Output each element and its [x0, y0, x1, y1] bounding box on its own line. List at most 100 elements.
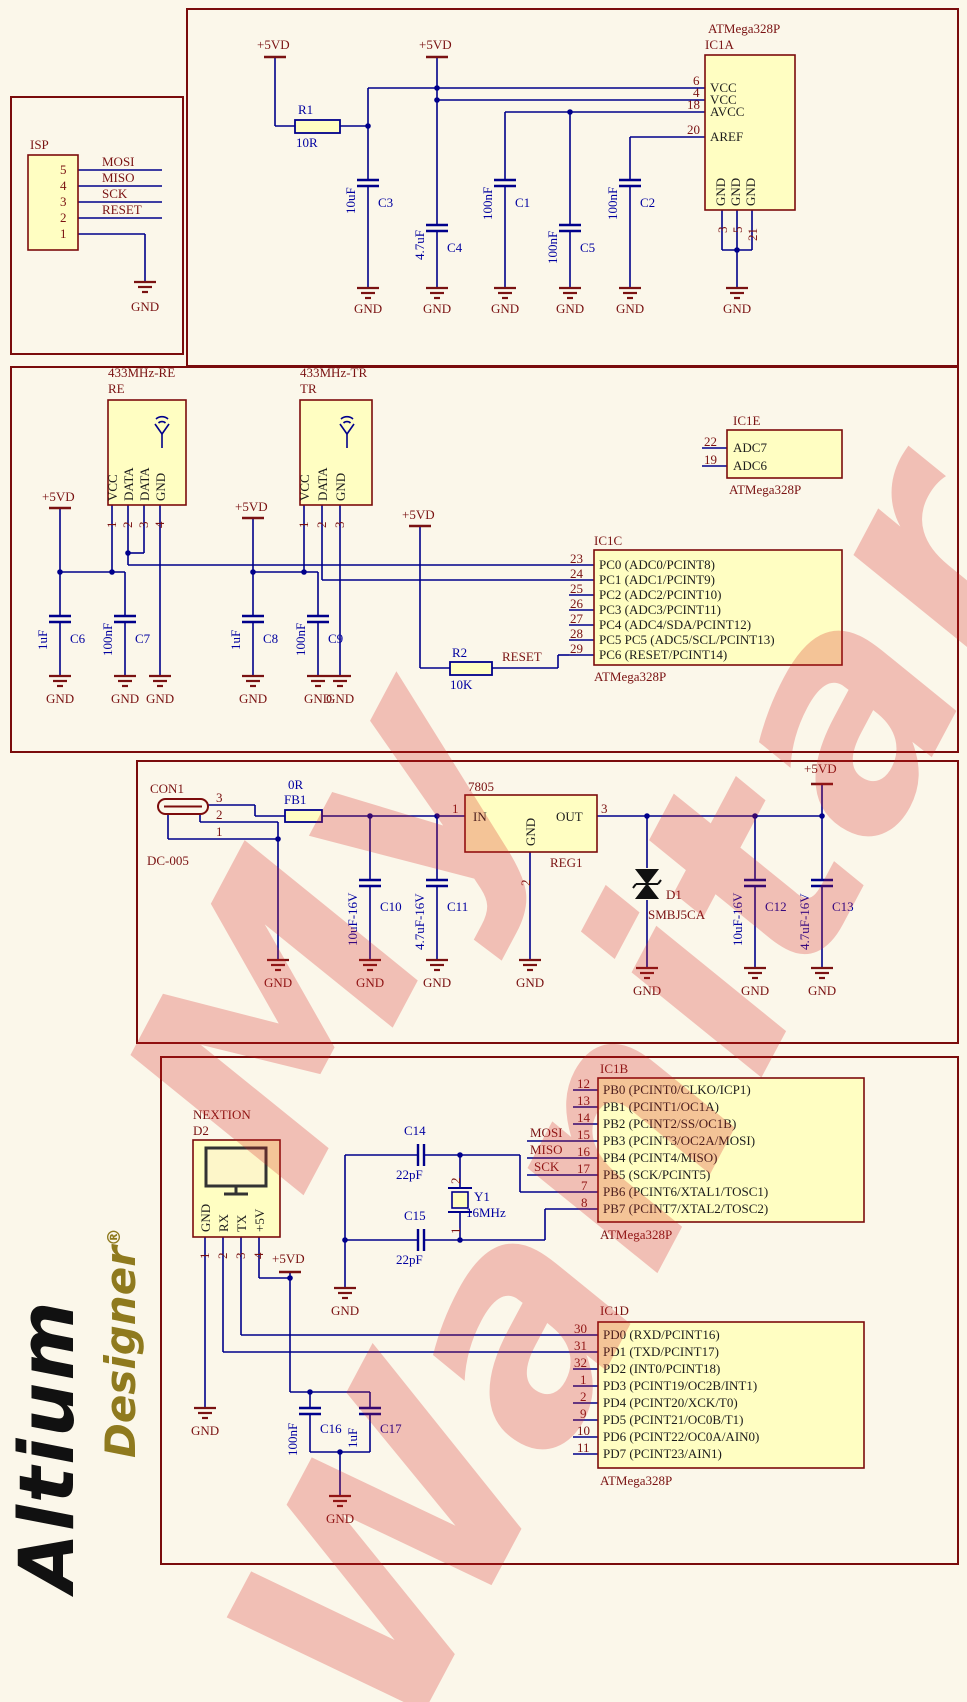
c5-capacitor[interactable]: [559, 223, 581, 233]
gnd-symbol[interactable]: [726, 286, 748, 300]
gnd-symbol[interactable]: [307, 674, 329, 688]
gnd-symbol[interactable]: [636, 966, 658, 980]
c6-capacitor[interactable]: [49, 614, 71, 624]
tr-antenna-icon[interactable]: [339, 415, 355, 448]
c6-designator: C6: [70, 631, 86, 646]
junction-dot: [337, 1449, 343, 1455]
pin-name: IN: [473, 809, 487, 824]
c17-capacitor[interactable]: [359, 1406, 381, 1416]
pin-number: 15: [577, 1127, 590, 1142]
pin-name: PB4 (PCINT4/MISO): [603, 1150, 718, 1165]
c12-capacitor[interactable]: [744, 878, 766, 888]
gnd-symbol[interactable]: [267, 958, 289, 972]
reg-7805-body[interactable]: [464, 794, 598, 853]
pin-name: PC6 (RESET/PCINT14): [599, 647, 728, 662]
junction-dot: [567, 109, 573, 115]
pin-number: 2: [216, 807, 223, 822]
registered-trademark-icon: ®: [104, 1228, 125, 1247]
tr-module-body[interactable]: [299, 399, 373, 506]
gnd-symbol[interactable]: [426, 958, 448, 972]
c4-capacitor[interactable]: [426, 223, 448, 233]
pin-number: 14: [577, 1110, 590, 1125]
power-label-5vd: +5VD: [804, 761, 837, 776]
pin-name: GND: [713, 177, 728, 206]
pin-name: ADC7: [733, 440, 767, 455]
ic1e-body[interactable]: [726, 429, 843, 479]
gnd-symbol[interactable]: [357, 286, 379, 300]
c8-capacitor[interactable]: [242, 614, 264, 624]
dc-jack-symbol[interactable]: [157, 798, 209, 815]
c15-capacitor[interactable]: [416, 1229, 426, 1251]
ic1d-body[interactable]: [597, 1321, 865, 1469]
junction-dot: [367, 813, 373, 819]
pin-number: 17: [577, 1161, 590, 1176]
nextion-display-icon[interactable]: [204, 1146, 268, 1196]
pin-number: 5: [730, 226, 745, 234]
r1-body[interactable]: [294, 119, 341, 134]
pin-number: 1: [448, 1227, 463, 1235]
tr-part-number: 433MHz-TR: [300, 365, 368, 380]
ic1c-body[interactable]: [593, 549, 843, 666]
gnd-symbol[interactable]: [744, 966, 766, 980]
con1-designator: CON1: [150, 781, 184, 796]
c9-capacitor[interactable]: [307, 614, 329, 624]
pin-name: +5V: [252, 1208, 267, 1232]
c13-capacitor[interactable]: [811, 878, 833, 888]
r2-body[interactable]: [449, 661, 493, 676]
gnd-symbol[interactable]: [619, 286, 641, 300]
wiring-layer[interactable]: [57, 57, 825, 1496]
gnd-symbol[interactable]: [114, 674, 136, 688]
d1-tvs-diode-symbol[interactable]: [632, 869, 662, 899]
c7-value: 100nF: [100, 622, 115, 656]
gnd-symbol[interactable]: [149, 674, 171, 688]
pin-number: 29: [570, 641, 583, 656]
gnd-symbol[interactable]: [559, 286, 581, 300]
power-label-5vd: +5VD: [419, 37, 452, 52]
gnd-symbol[interactable]: [494, 286, 516, 300]
fb1-body[interactable]: [284, 809, 323, 823]
isp-connector-body[interactable]: [27, 154, 79, 251]
gnd-symbol[interactable]: [519, 958, 541, 972]
c3-capacitor[interactable]: [357, 178, 379, 188]
gnd-label: GND: [304, 691, 333, 706]
c1-capacitor[interactable]: [494, 178, 516, 188]
gnd-symbol[interactable]: [134, 280, 156, 294]
gnd-label: GND: [111, 691, 140, 706]
gnd-symbol[interactable]: [359, 958, 381, 972]
c14-capacitor[interactable]: [416, 1144, 426, 1166]
gnd-symbol[interactable]: [811, 966, 833, 980]
gnd-symbol[interactable]: [242, 674, 264, 688]
gnd-symbol[interactable]: [334, 1286, 356, 1300]
y1-crystal-symbol[interactable]: [448, 1187, 472, 1213]
c11-capacitor[interactable]: [426, 878, 448, 888]
gnd-label: GND: [146, 691, 175, 706]
net-label-mosi: MOSI: [102, 154, 135, 169]
ic1b-body[interactable]: [597, 1077, 865, 1223]
c8-designator: C8: [263, 631, 279, 646]
ic1a-body[interactable]: [704, 54, 796, 211]
power-input-section-frame: [136, 760, 959, 1044]
c7-capacitor[interactable]: [114, 614, 136, 624]
c2-capacitor[interactable]: [619, 178, 641, 188]
junction-dot: [457, 1152, 463, 1158]
junction-dot: [644, 813, 650, 819]
gnd-symbol[interactable]: [329, 674, 351, 688]
c5-designator: C5: [580, 240, 596, 255]
pin-number: 20: [687, 122, 700, 137]
gnd-label: GND: [331, 1303, 360, 1318]
c16-capacitor[interactable]: [299, 1406, 321, 1416]
gnd-symbol[interactable]: [194, 1406, 216, 1420]
gnd-symbol[interactable]: [426, 286, 448, 300]
re-antenna-icon[interactable]: [154, 415, 170, 448]
junction-dot: [287, 1275, 293, 1281]
gnd-label: GND: [354, 301, 383, 316]
gnd-symbol[interactable]: [329, 1494, 351, 1508]
c12-value: 10uF-16V: [730, 892, 745, 946]
re-module-body[interactable]: [107, 399, 187, 506]
pin-number: 16: [577, 1144, 590, 1159]
pin-number: 3: [216, 790, 223, 805]
gnd-symbol[interactable]: [49, 674, 71, 688]
c8-value: 1uF: [228, 629, 243, 650]
gnd-label: GND: [191, 1423, 220, 1438]
c10-capacitor[interactable]: [359, 878, 381, 888]
